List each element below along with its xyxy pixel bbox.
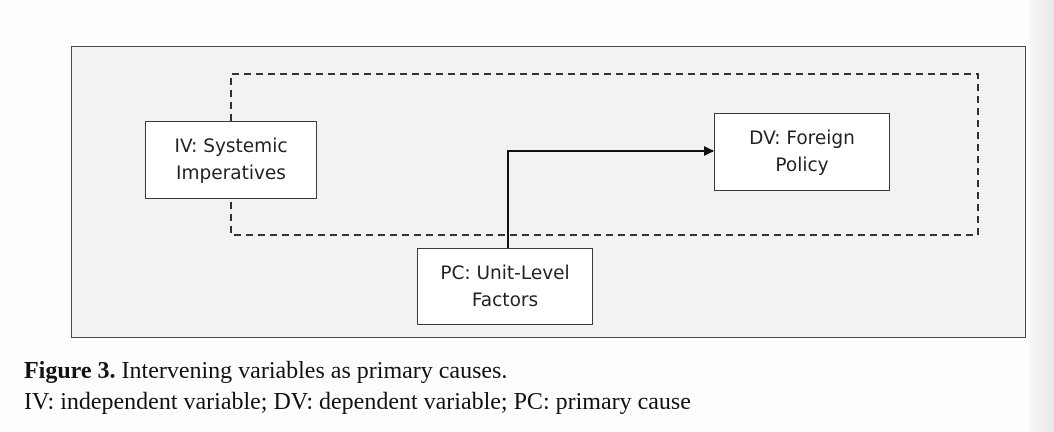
dashed-connector-iv-dv [230,73,979,236]
caption-title-line: Figure 3. Intervening variables as prima… [24,356,691,387]
caption-note: IV: independent variable; DV: dependent … [24,389,691,415]
caption-label: Figure 3. [24,358,116,384]
arrow-pc-to-dv [507,146,714,248]
node-dv-label-line1: DV: Foreign [749,128,855,149]
node-pc-label-line2: Factors [471,289,539,311]
node-pc-unit-level-factors: PC: Unit-Level Factors [417,248,593,325]
figure-caption: Figure 3. Intervening variables as prima… [24,356,691,418]
node-iv-systemic-imperatives: IV: Systemic Imperatives [145,121,317,199]
caption-text: Intervening variables as primary causes. [115,358,508,384]
node-pc-label-line1: PC: Unit-Level [440,262,570,284]
page-edge-shadow [1030,0,1054,432]
node-dv-label-line2: Policy [775,155,829,176]
node-iv-label-line1: IV: Systemic [174,136,288,157]
node-iv-label-line2: Imperatives [176,163,286,184]
node-dv-foreign-policy: DV: Foreign Policy [714,113,890,191]
